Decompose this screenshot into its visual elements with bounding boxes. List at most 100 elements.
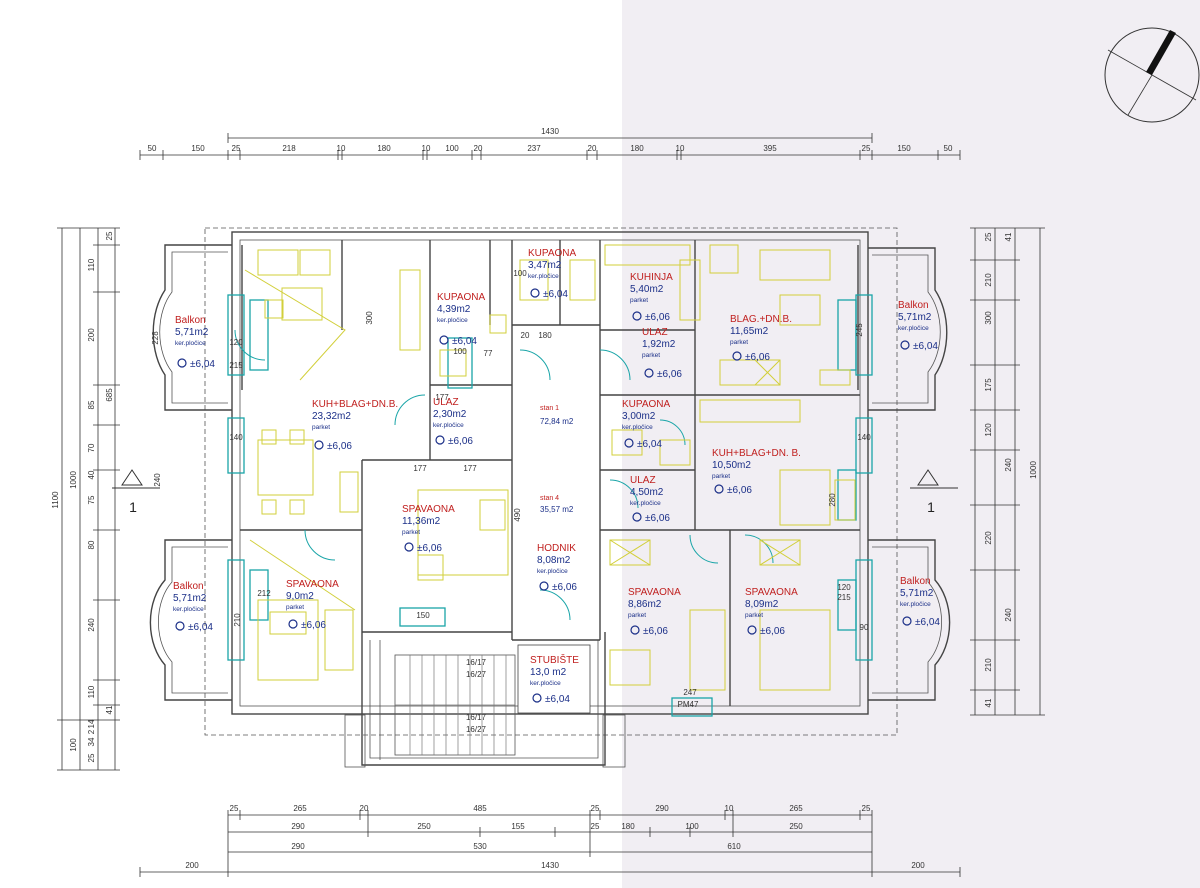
room-spavaona-r1: SPAVAONA 8,86m2 parket ±6,06 [628, 587, 681, 637]
svg-text:100: 100 [453, 347, 467, 356]
svg-text:4,39m2: 4,39m2 [437, 304, 471, 315]
dim-top-seg: 25 [862, 144, 871, 153]
svg-text:±6,04: ±6,04 [913, 341, 938, 352]
svg-text:ker.pločice: ker.pločice [537, 568, 568, 575]
svg-text:±6,04: ±6,04 [452, 336, 477, 347]
dim-right-seg: 220 [984, 531, 993, 545]
room-spavaona-left: SPAVAONA 9,0m2 parket ±6,06 [286, 579, 339, 631]
svg-text:±6,06: ±6,06 [301, 620, 326, 631]
room-balkon-br: Balkon 5,71m2 ker.pločice ±6,04 [900, 576, 940, 628]
room-ulaz-center: ULAZ 1,92m2 parket ±6,06 [642, 327, 682, 380]
svg-text:13,0 m2: 13,0 m2 [530, 667, 567, 678]
svg-text:212: 212 [257, 589, 271, 598]
dim-bottom-seg: 25 [591, 822, 600, 831]
svg-text:±6,04: ±6,04 [190, 359, 215, 370]
svg-text:120: 120 [229, 338, 243, 347]
svg-text:parket: parket [402, 529, 420, 536]
left-dimension-lines: 1100 1000 25 110 200 685 85 70 40 75 80 … [51, 227, 120, 771]
room-stubiste: STUBIŠTE 13,0 m2 ker.pločice ±6,04 [517, 644, 591, 714]
door-swings [234, 329, 774, 621]
svg-text:parket: parket [642, 352, 660, 359]
svg-text:215: 215 [229, 361, 243, 370]
dim-top-seg: 395 [763, 144, 777, 153]
dim-right-seg: 240 [1004, 458, 1013, 472]
svg-text:ker.pločice: ker.pločice [528, 273, 559, 280]
dim-right-seg: 240 [1004, 608, 1013, 622]
svg-text:ker.pločice: ker.pločice [175, 340, 206, 347]
svg-text:KUPAONA: KUPAONA [622, 399, 670, 410]
svg-text:5,71m2: 5,71m2 [173, 593, 207, 604]
dim-bottom-seg: 290 [291, 822, 305, 831]
room-kupaona-top: KUPAONA 3,47m2 ker.pločice ±6,04 [528, 248, 576, 300]
dim-right-seg: 41 [984, 698, 993, 707]
svg-text:5,40m2: 5,40m2 [630, 284, 664, 295]
svg-text:±6,06: ±6,06 [645, 312, 670, 323]
dim-top-seg: 180 [377, 144, 391, 153]
svg-text:±6,06: ±6,06 [327, 441, 352, 452]
room-kupaona-right: KUPAONA 3,00m2 ker.pločice ±6,04 [622, 399, 670, 450]
dim-left-seg: 41 [105, 705, 114, 714]
svg-text:72,84 m2: 72,84 m2 [540, 417, 574, 426]
dim-right-seg: 25 [984, 232, 993, 241]
dim-bottom-seg: 485 [473, 804, 487, 813]
furniture [244, 244, 856, 691]
dim-bottom-seg: 265 [789, 804, 803, 813]
svg-text:KUPAONA: KUPAONA [528, 248, 576, 259]
misc-labels: 300 100 100 177 177 177 240 20 180 490 7… [151, 269, 871, 734]
dim-bottom-seg: 530 [473, 842, 487, 851]
svg-text:215: 215 [837, 593, 851, 602]
roof-outline [204, 227, 898, 736]
dim-left-seg: 25 [87, 753, 96, 762]
room-ulaz-right: ULAZ 4,50m2 ker.pločice ±6,06 [630, 475, 670, 524]
svg-text:±6,06: ±6,06 [448, 436, 473, 447]
svg-text:100: 100 [513, 269, 527, 278]
svg-text:±6,06: ±6,06 [643, 626, 668, 637]
svg-text:SPAVAONA: SPAVAONA [402, 504, 455, 515]
dim-right-seg: 210 [984, 658, 993, 672]
svg-text:20: 20 [521, 331, 530, 340]
dim-top-seg: 10 [337, 144, 346, 153]
dim-bottom-seg: 290 [291, 842, 305, 851]
svg-text:parket: parket [730, 339, 748, 346]
dim-bottom-seg: 25 [591, 804, 600, 813]
dim-top-seg: 218 [282, 144, 296, 153]
svg-text:35,57 m2: 35,57 m2 [540, 505, 574, 514]
dim-bottom-seg: 265 [293, 804, 307, 813]
svg-text:±6,06: ±6,06 [745, 352, 770, 363]
svg-text:±6,06: ±6,06 [727, 485, 752, 496]
dim-bottom-seg: 10 [725, 804, 734, 813]
svg-text:HODNIK: HODNIK [537, 543, 576, 554]
room-ulaz-left: ULAZ 2,30m2 ker.pločice ±6,06 [433, 397, 473, 447]
section-marker-left: 1 [112, 469, 160, 515]
svg-text:±6,06: ±6,06 [552, 582, 577, 593]
svg-text:±6,06: ±6,06 [760, 626, 785, 637]
dim-left-seg: 100 [69, 738, 78, 752]
svg-text:490: 490 [513, 508, 522, 522]
svg-text:parket: parket [286, 604, 304, 611]
svg-text:11,36m2: 11,36m2 [402, 516, 441, 527]
dim-right-total: 1000 [1029, 461, 1038, 479]
svg-text:PM47: PM47 [678, 700, 699, 709]
svg-text:KUH+BLAG+DN.B.: KUH+BLAG+DN.B. [312, 399, 398, 410]
dim-top-seg: 25 [232, 144, 241, 153]
dim-top-seg: 10 [676, 144, 685, 153]
svg-text:SPAVAONA: SPAVAONA [745, 587, 798, 598]
svg-text:8,08m2: 8,08m2 [537, 555, 571, 566]
dim-right-seg: 175 [984, 378, 993, 392]
dim-left-seg: 85 [87, 400, 96, 409]
svg-text:±6,04: ±6,04 [915, 617, 940, 628]
svg-text:16/17: 16/17 [466, 713, 487, 722]
right-dimension-lines: 1000 25 41 210 300 175 120 240 220 240 2… [970, 227, 1045, 716]
svg-text:ULAZ: ULAZ [642, 327, 668, 338]
room-kuhinja: KUHINJA 5,40m2 parket ±6,06 [630, 272, 673, 323]
dim-top-seg: 150 [897, 144, 911, 153]
svg-text:±6,04: ±6,04 [543, 289, 568, 300]
svg-text:16/17: 16/17 [466, 658, 487, 667]
svg-text:9,0m2: 9,0m2 [286, 591, 314, 602]
room-kupaona-left: KUPAONA 4,39m2 ker.pločice ±6,04 [437, 292, 485, 347]
dim-left-seg: 80 [87, 540, 96, 549]
section-marker-right: 1 [910, 469, 958, 515]
svg-text:177: 177 [435, 393, 449, 402]
svg-text:ker.pločice: ker.pločice [173, 606, 204, 613]
dim-top-seg: 20 [474, 144, 483, 153]
